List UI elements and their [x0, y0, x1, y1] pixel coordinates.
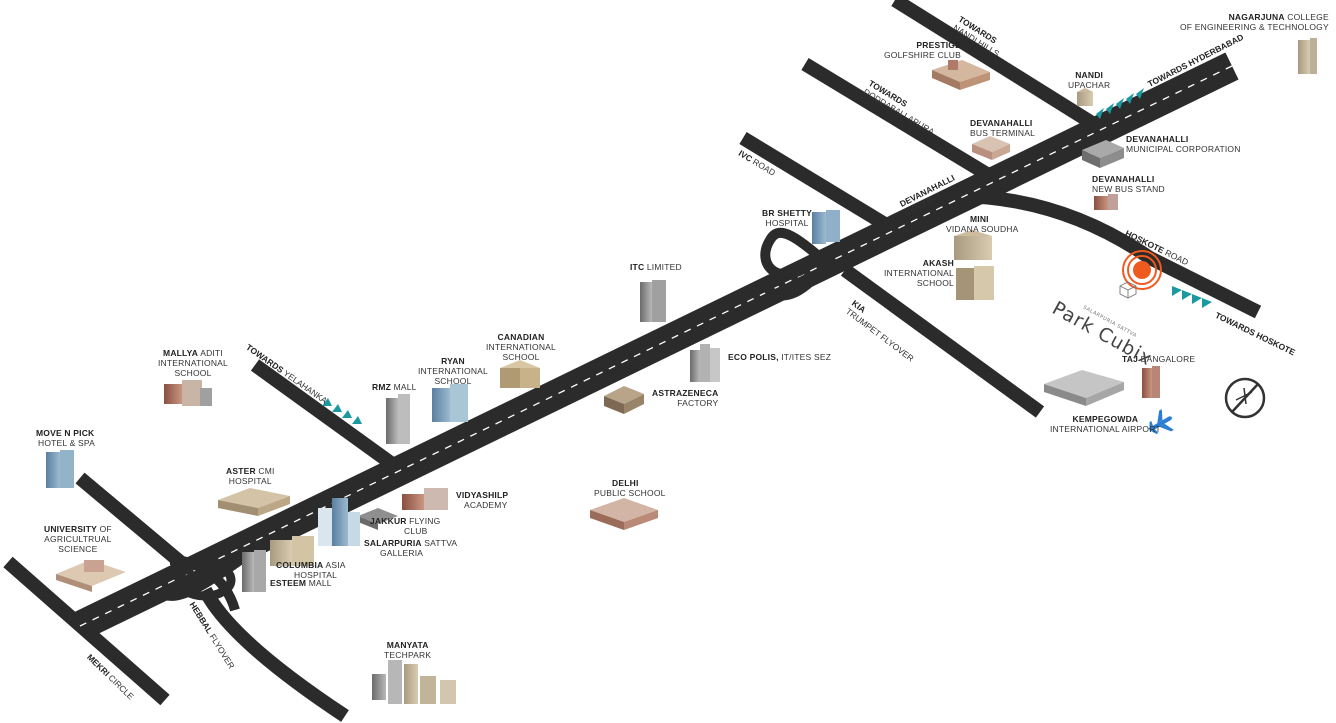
building-nagarjuna: [1298, 38, 1317, 74]
label-dev-bus-terminal: DEVANAHALLI BUS TERMINAL: [970, 118, 1036, 138]
building-dev-municipal: [1082, 140, 1124, 168]
building-manyata: [372, 660, 456, 704]
building-taj: [1142, 366, 1160, 398]
road-doddaballapura: [801, 58, 1004, 188]
building-prestige: [932, 60, 990, 90]
trumpet-interchange: [760, 227, 839, 301]
building-dev-bus-terminal: [972, 136, 1010, 160]
project-logo-icon: [1119, 281, 1137, 299]
label-dev-new-bus: DEVANAHALLI NEW BUS STAND: [1092, 174, 1165, 194]
label-br-shetty: BR SHETTY HOSPITAL: [762, 208, 812, 228]
building-university: [56, 560, 126, 592]
label-astrazeneca: ASTRAZENECA FACTORY: [652, 388, 719, 408]
label-taj: TAJ BANGALORE: [1122, 354, 1196, 364]
airplane-icon: [1148, 409, 1174, 435]
building-aster: [218, 488, 290, 516]
arrow-towards-hyderabad: [1096, 88, 1144, 119]
building-move-n-pick: [46, 450, 74, 488]
building-jakkur: [358, 508, 398, 530]
main-highway: [73, 52, 1239, 640]
road-ivc: [739, 132, 892, 232]
building-salarpuria: [318, 498, 360, 546]
building-rmz: [386, 394, 410, 444]
road-nandi-hills: [891, 0, 1104, 134]
building-airport: [1044, 370, 1124, 406]
label-akash: AKASH INTERNATIONAL SCHOOL: [884, 258, 954, 288]
label-eco-polis: ECO POLIS, IT/ITES SEZ: [728, 352, 832, 362]
label-mini-vidana: MINI VIDANA SOUDHA: [946, 214, 1019, 234]
building-canadian: [500, 360, 540, 388]
arrow-towards-hoskote: [1172, 286, 1212, 308]
arrow-towards-yelahanka: [322, 398, 362, 424]
label-itc: ITC LIMITED: [630, 262, 682, 272]
label-nagarjuna: NAGARJUNA COLLEGE OF ENGINEERING & TECHN…: [1180, 12, 1329, 32]
label-nandi-upachar: NANDI UPACHAR: [1068, 70, 1111, 90]
label-jakkur: JAKKUR FLYING CLUB: [370, 516, 441, 536]
label-manyata: MANYATA TECHPARK: [384, 640, 432, 660]
building-astrazeneca: [604, 386, 644, 414]
building-itc: [640, 280, 666, 322]
road-hebbal-flyover: [198, 586, 349, 722]
hebbal-junction: [163, 555, 243, 612]
building-delhi-public-school: [590, 498, 658, 530]
label-delhi-public-school: DELHI PUBLIC SCHOOL: [594, 478, 666, 498]
road-move-n-pick: [75, 472, 190, 572]
label-canadian: CANADIAN INTERNATIONAL SCHOOL: [486, 332, 556, 362]
label-columbia: COLUMBIA ASIA HOSPITAL: [276, 560, 346, 580]
location-pin-icon: [1122, 250, 1162, 290]
building-esteem: [242, 550, 266, 592]
label-aster: ASTER CMI HOSPITAL: [226, 466, 275, 486]
label-kempegowda: KEMPEGOWDA INTERNATIONAL AIRPORT: [1050, 414, 1161, 434]
label-vidyashilp: VIDYASHILP ACADEMY: [456, 490, 509, 510]
road-kia: [840, 264, 1045, 418]
building-mini-vidana: [954, 230, 992, 260]
building-eco-polis: [690, 344, 720, 382]
label-move-n-pick: MOVE N PICK HOTEL & SPA: [36, 428, 95, 448]
label-mallya: MALLYA ADITI INTERNATIONAL SCHOOL: [158, 348, 228, 378]
label-ryan: RYAN INTERNATIONAL SCHOOL: [418, 356, 488, 386]
no-drone-zone-icon: [1224, 377, 1266, 419]
label-dev-municipal: DEVANAHALLI MUNICIPAL CORPORATION: [1126, 134, 1241, 154]
building-ryan: [432, 384, 468, 422]
building-mallya: [164, 380, 212, 406]
label-prestige: PRESTIGE GOLFSHIRE CLUB: [884, 40, 961, 60]
road-yelahanka: [250, 359, 400, 472]
building-akash: [956, 266, 994, 300]
building-nandi-upachar: [1077, 88, 1093, 106]
building-vidyashilp: [402, 488, 448, 510]
building-br-shetty: [812, 210, 840, 244]
label-salarpuria: SALARPURIA SATTVA GALLERIA: [364, 538, 458, 558]
building-columbia: [270, 536, 314, 566]
label-rmz: RMZ MALL: [372, 382, 417, 392]
building-dev-new-bus: [1094, 194, 1118, 210]
label-esteem: ESTEEM MALL: [270, 578, 332, 588]
label-university: UNIVERSITY OF AGRICULTRUAL SCIENCE: [44, 524, 112, 554]
